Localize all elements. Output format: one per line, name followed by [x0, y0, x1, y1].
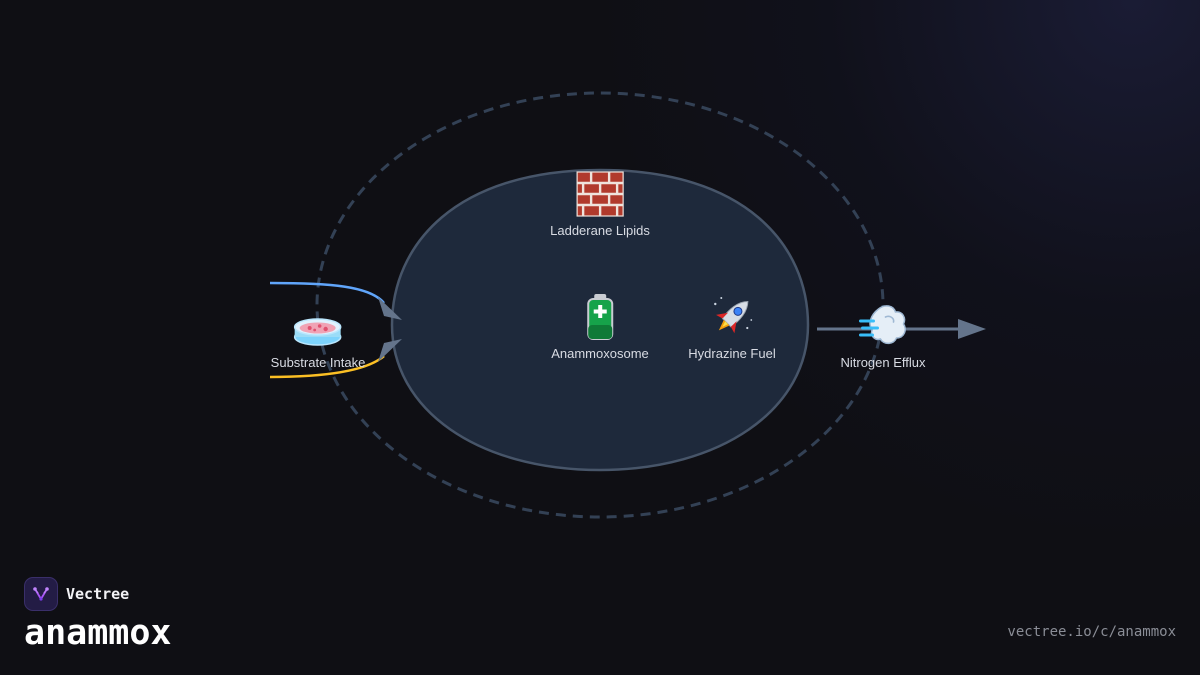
node-anammoxosome: Anammoxosome: [551, 292, 649, 361]
intake-curve-yellow: [269, 355, 385, 379]
node-substrate-intake: Substrate Intake: [270, 301, 366, 370]
node-label: Hydrazine Fuel: [688, 346, 776, 361]
node-hydrazine-fuel: Hydrazine Fuel: [688, 292, 776, 361]
brick-icon: [576, 171, 624, 217]
node-label: Substrate Intake: [270, 355, 366, 370]
page-url[interactable]: vectree.io/c/anammox: [1007, 624, 1176, 640]
node-nitrogen-efflux: Nitrogen Efflux: [840, 301, 926, 370]
efflux-arrowhead: [958, 319, 986, 339]
node-label: Ladderane Lipids: [550, 223, 650, 238]
page-title: anammox: [24, 613, 172, 653]
node-label: Nitrogen Efflux: [840, 355, 926, 370]
intake-arrowhead-upper: [378, 297, 402, 320]
outer-membrane: [315, 91, 885, 519]
node-ladderane-lipids: Ladderane Lipids: [550, 169, 650, 238]
vectree-logo-icon: [24, 577, 58, 611]
brand-name: Vectree: [66, 585, 130, 603]
brand[interactable]: Vectree: [24, 577, 129, 611]
battery-icon: [586, 294, 613, 340]
dash-cloud-icon: [858, 305, 906, 345]
node-label: Anammoxosome: [551, 346, 649, 361]
intake-arrowhead-lower: [378, 339, 402, 362]
rocket-icon: [713, 297, 752, 334]
intake-curve-blue: [269, 281, 385, 304]
petri-dish-icon: [294, 318, 342, 346]
